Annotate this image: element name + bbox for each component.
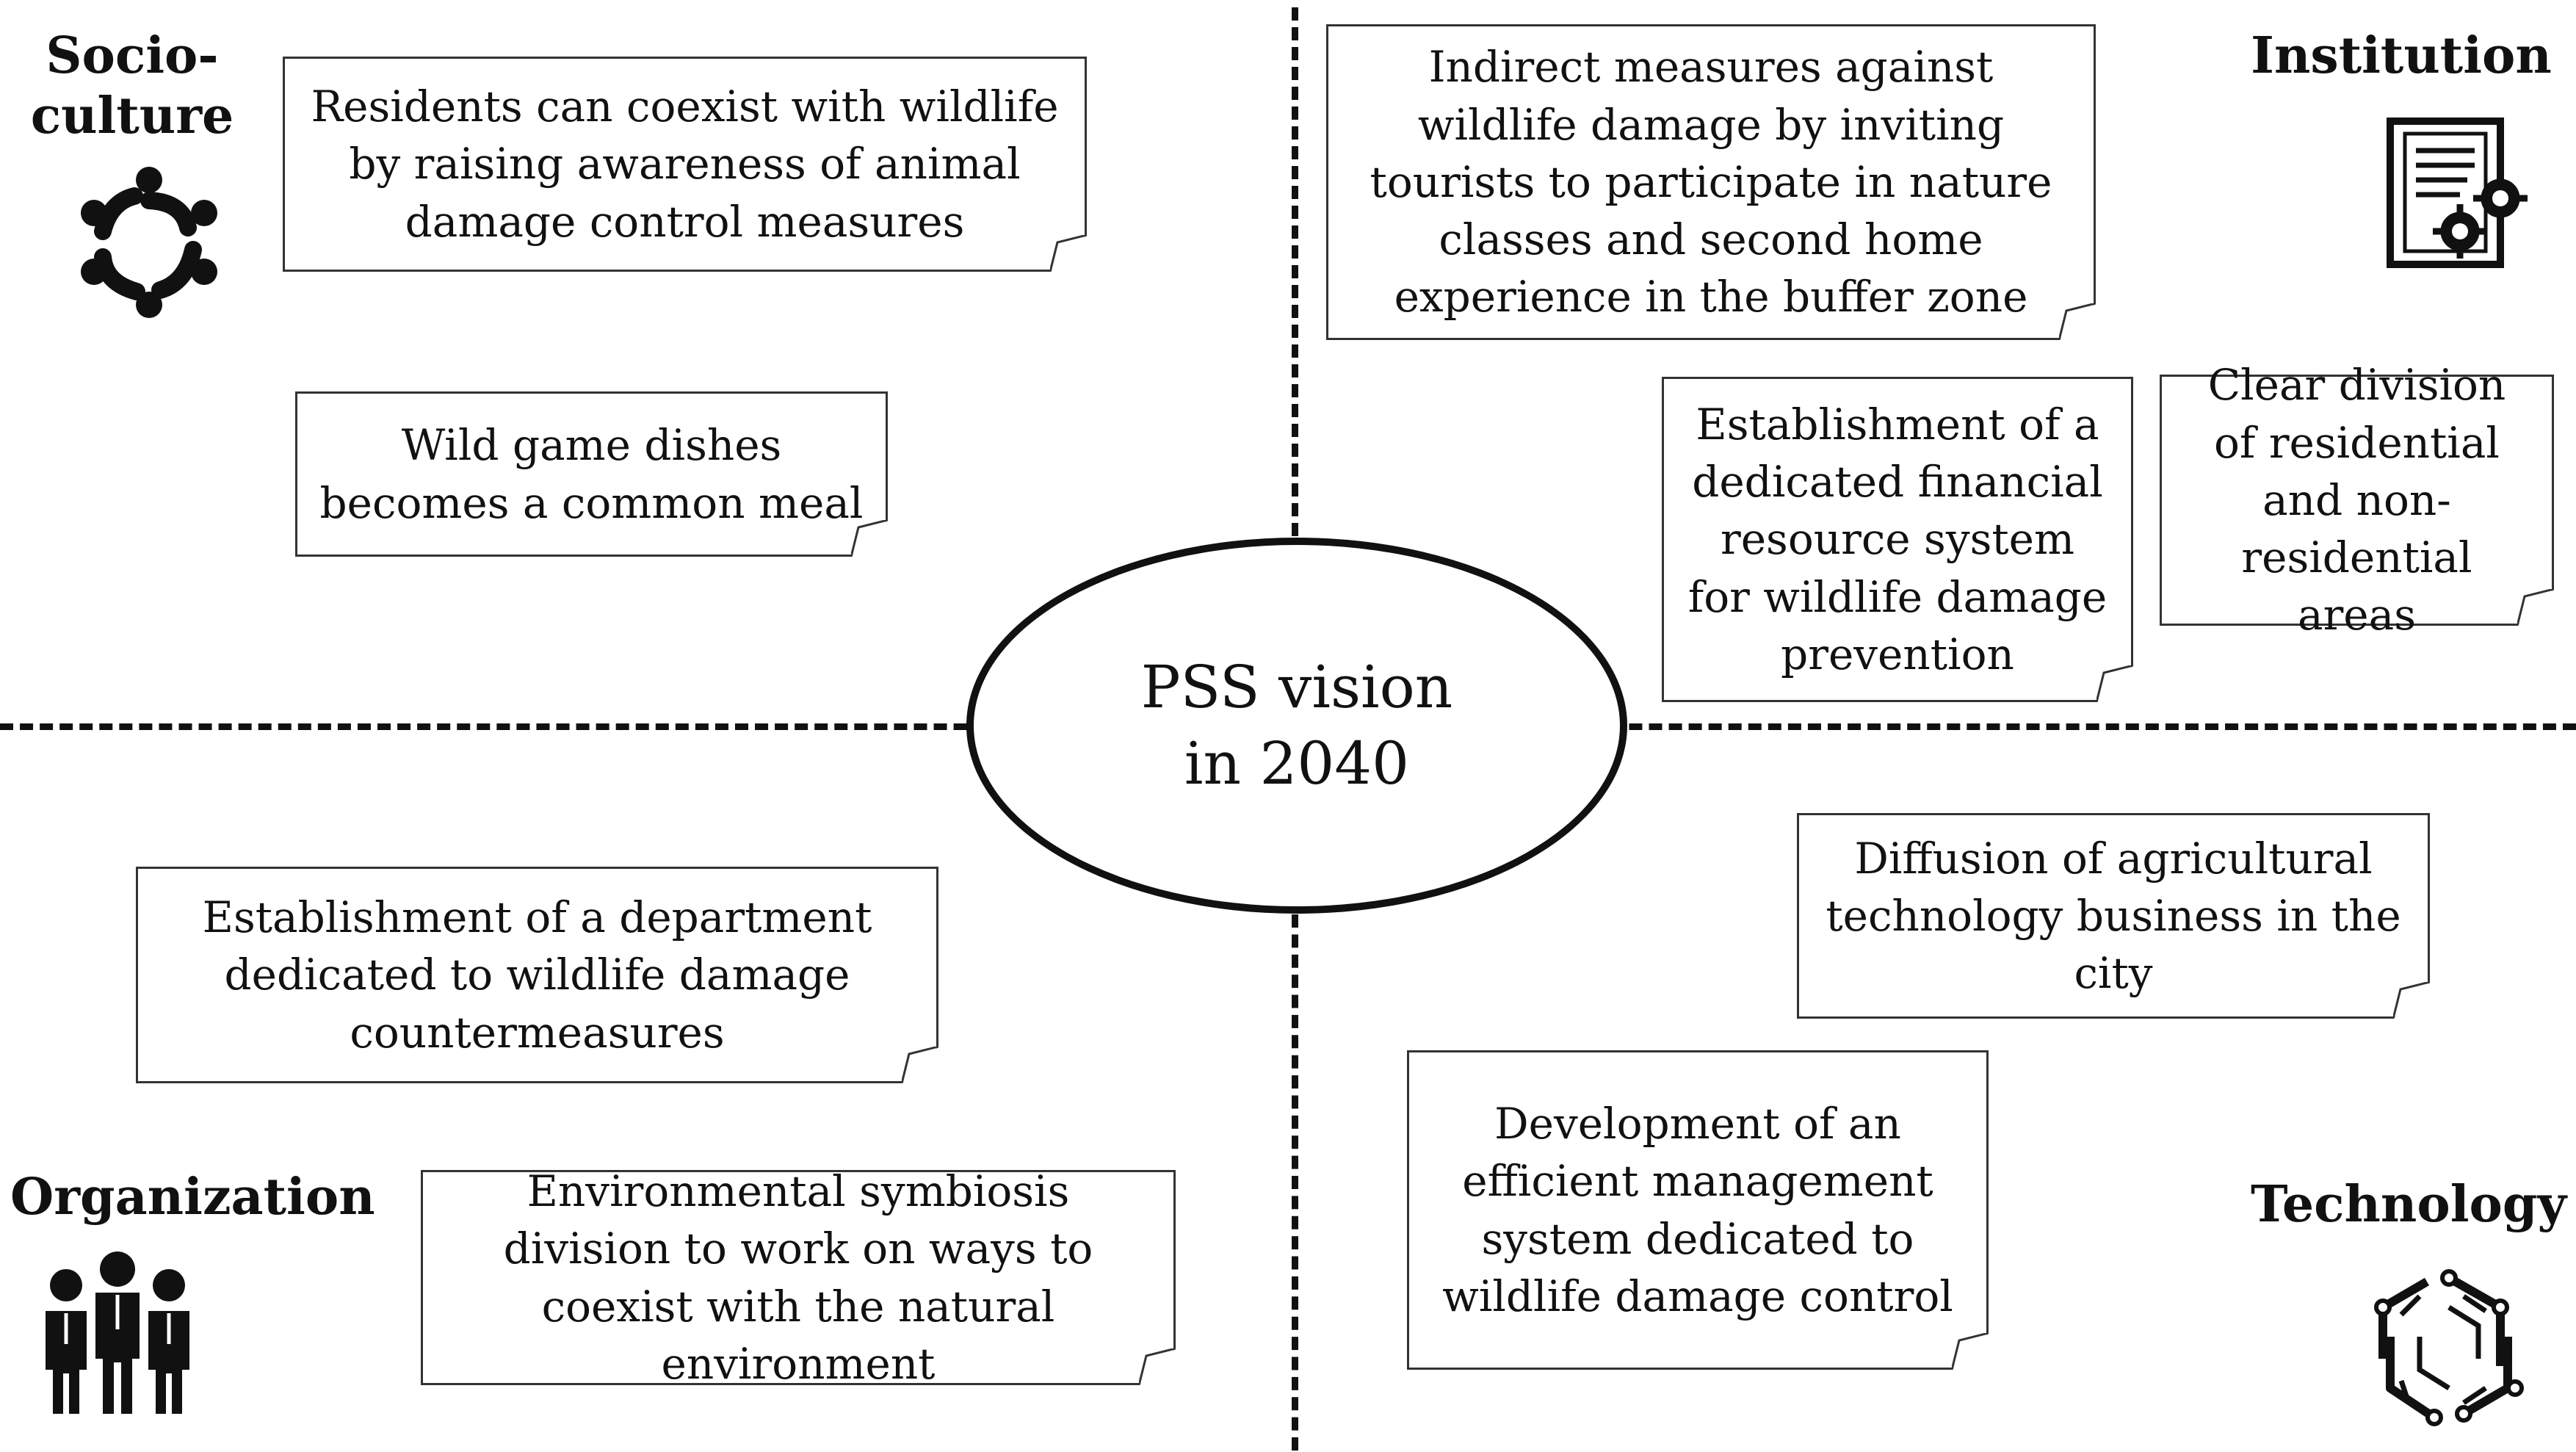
technology-label: Technology (2251, 1175, 2566, 1234)
note-text: Development of an efficient management s… (1442, 1098, 1953, 1321)
note-text: Environmental symbiosis division to work… (503, 1166, 1093, 1389)
socioculture-label-line1: Socio- (46, 26, 219, 85)
note-management-system: Development of an efficient management s… (1407, 1050, 1989, 1370)
socioculture-label: Socio- culture (22, 26, 242, 146)
page-fold-icon (851, 520, 888, 557)
vertical-divider-top (1292, 7, 1298, 536)
socioculture-label-line2: culture (30, 86, 234, 145)
center-title-line1: PSS vision (1140, 653, 1453, 721)
note-department: Establishment of a department dedicated … (136, 867, 938, 1083)
page-fold-icon (2059, 303, 2096, 340)
note-residents-coexist: Residents can coexist with wildlife by r… (283, 57, 1087, 272)
center-vision-ellipse: PSS vision in 2040 (966, 538, 1627, 914)
note-text: Residents can coexist with wildlife by r… (311, 82, 1059, 247)
page-fold-icon (2517, 589, 2554, 626)
business-people-icon (46, 1251, 189, 1414)
center-title-line2: in 2040 (1184, 729, 1410, 798)
page-fold-icon (2096, 665, 2133, 702)
note-wild-game: Wild game dishes becomes a common meal (295, 391, 888, 557)
note-financial-resource: Establishment of a dedicated financial r… (1662, 377, 2133, 702)
note-agri-tech: Diffusion of agricultural technology bus… (1797, 813, 2430, 1019)
document-gears-icon (2387, 118, 2528, 268)
people-circle-icon (81, 167, 217, 318)
note-symbiosis-division: Environmental symbiosis division to work… (421, 1166, 1176, 1389)
note-clear-division: Clear division of residential and non-re… (2160, 360, 2554, 640)
page-fold-icon (1952, 1333, 1989, 1370)
note-text: Establishment of a dedicated financial r… (1687, 399, 2108, 679)
note-text: Wild game dishes becomes a common meal (319, 420, 864, 528)
page-fold-icon (902, 1047, 938, 1083)
page-fold-icon (2393, 982, 2430, 1019)
institution-label: Institution (2251, 26, 2552, 85)
page-fold-icon (1050, 235, 1087, 272)
note-text: Clear division of residential and non-re… (2207, 360, 2506, 640)
page-fold-icon (1139, 1348, 1176, 1385)
note-text: Diffusion of agricultural technology bus… (1826, 833, 2401, 999)
circuit-hexagon-icon (2374, 1269, 2524, 1426)
organization-label: Organization (10, 1168, 375, 1227)
note-text: Establishment of a department dedicated … (202, 892, 872, 1058)
note-indirect-measures: Indirect measures against wildlife damag… (1326, 24, 2096, 340)
note-text: Indirect measures against wildlife damag… (1370, 42, 2052, 322)
vertical-divider-bottom (1292, 914, 1298, 1451)
